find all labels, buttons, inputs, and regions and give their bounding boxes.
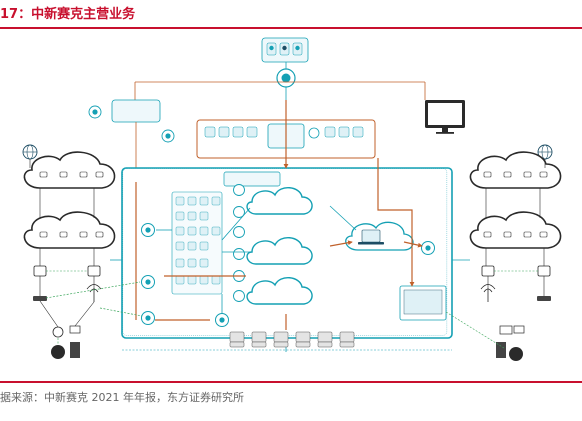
left-function-icon-grid — [171, 191, 223, 295]
right-laptop-cloud — [345, 221, 414, 251]
top-icon-cluster — [261, 37, 309, 63]
top-right-monitor-icon — [425, 100, 465, 134]
title-divider — [0, 27, 582, 29]
footer-divider — [0, 381, 582, 383]
central-hub-node — [276, 68, 296, 88]
panel-right-monitor — [399, 285, 447, 321]
right-network-side — [445, 144, 562, 361]
source-note: 据来源：中新赛克 2021 年年报，东方证券研究所 — [0, 391, 244, 404]
center-engine-clouds — [246, 187, 313, 305]
top-left-subsystem — [88, 99, 175, 170]
database-icon-row — [229, 331, 355, 348]
figure-title: 17：中新赛克主营业务 — [0, 7, 136, 22]
business-architecture-diagram — [22, 37, 562, 361]
green-dashed-links — [45, 281, 143, 317]
orange-flow-arrows — [135, 100, 423, 330]
left-network-side — [22, 144, 116, 359]
